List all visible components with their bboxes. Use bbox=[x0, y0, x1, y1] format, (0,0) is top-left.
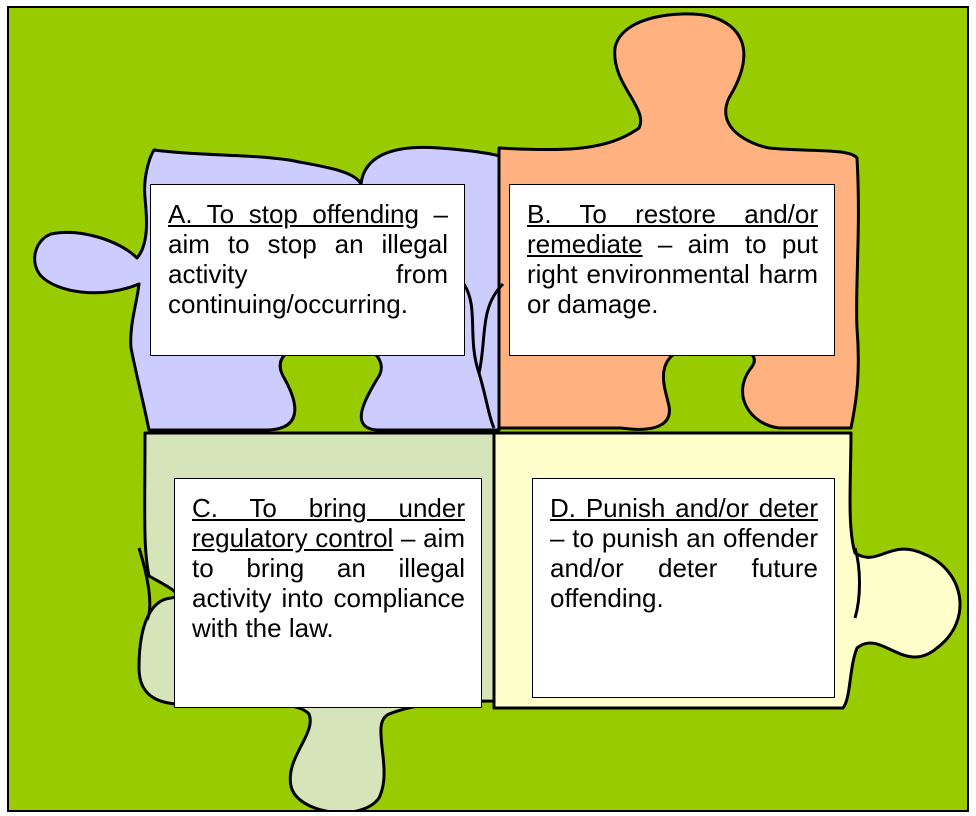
piece-a-textbox: A. To stop offending – aim to stop an il… bbox=[150, 184, 465, 356]
piece-b-heading: B. To restore and/or remediate bbox=[527, 199, 818, 259]
piece-b-text: B. To restore and/or remediate – aim to … bbox=[527, 199, 818, 319]
puzzle-diagram: A. To stop offending – aim to stop an il… bbox=[7, 6, 969, 812]
piece-c-text: C. To bring under regulatory control – a… bbox=[192, 493, 465, 643]
piece-d-heading: D. Punish and/or deter bbox=[550, 493, 818, 523]
piece-a-heading: A. To stop offending bbox=[168, 199, 419, 229]
piece-c-body: – aim to bring an illegal activity into … bbox=[192, 523, 465, 643]
piece-b-body: – aim to put right environmental harm or… bbox=[527, 229, 818, 319]
piece-c-textbox: C. To bring under regulatory control – a… bbox=[174, 478, 482, 708]
puzzle-outline-curves bbox=[137, 282, 861, 621]
piece-b-textbox: B. To restore and/or remediate – aim to … bbox=[509, 184, 835, 356]
piece-d-text: D. Punish and/or deter – to punish an of… bbox=[550, 493, 818, 613]
piece-d-body: – to punish an offender and/or deter fut… bbox=[550, 523, 818, 613]
piece-a-text: A. To stop offending – aim to stop an il… bbox=[168, 199, 448, 319]
piece-a-body: – aim to stop an illegal activity from c… bbox=[168, 199, 448, 319]
piece-d-textbox: D. Punish and/or deter – to punish an of… bbox=[532, 478, 835, 698]
piece-c-heading: C. To bring under regulatory control bbox=[192, 493, 465, 553]
